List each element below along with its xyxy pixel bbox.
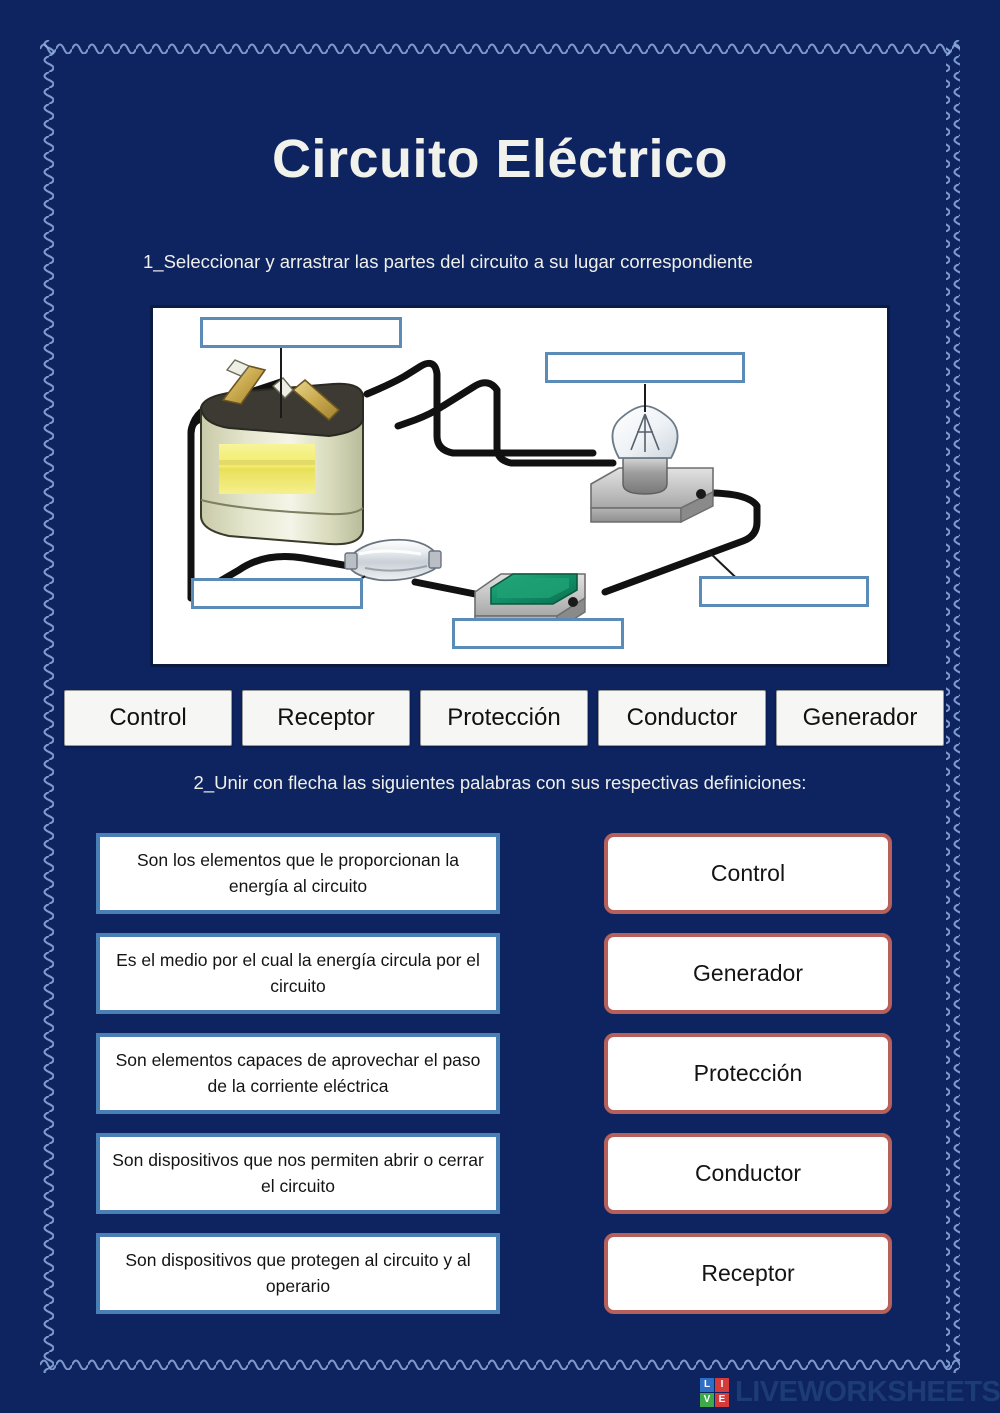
term-box-receptor[interactable]: Receptor: [604, 1233, 892, 1314]
term-box-conductor[interactable]: Conductor: [604, 1133, 892, 1214]
definition-box-2[interactable]: Es el medio por el cual la energía circu…: [96, 933, 500, 1014]
circuit-diagram-svg: [153, 308, 887, 664]
page-title: Circuito Eléctrico: [271, 129, 729, 189]
wordbank-item-conductor[interactable]: Conductor: [598, 690, 766, 746]
definition-box-3[interactable]: Son elementos capaces de aprovechar el p…: [96, 1033, 500, 1114]
dropzone-proteccion[interactable]: [191, 578, 363, 609]
liveworksheets-brand-text: LIVEWORKSHEETS: [735, 1376, 1000, 1408]
definition-box-4[interactable]: Son dispositivos que nos permiten abrir …: [96, 1133, 500, 1214]
match-row: Es el medio por el cual la energía circu…: [0, 933, 1000, 1014]
dropzone-receptor[interactable]: [545, 352, 745, 383]
match-row: Son dispositivos que nos permiten abrir …: [0, 1133, 1000, 1214]
light-bulb-illustration: [590, 405, 714, 524]
term-box-proteccion[interactable]: Protección: [604, 1033, 892, 1114]
fuse-illustration: [344, 538, 442, 582]
word-bank: Control Receptor Protección Conductor Ge…: [64, 690, 944, 746]
term-box-generador[interactable]: Generador: [604, 933, 892, 1014]
instruction-section-2: 2_Unir con flecha las siguientes palabra…: [193, 772, 807, 793]
definition-box-5[interactable]: Son dispositivos que protegen al circuit…: [96, 1233, 500, 1314]
battery-illustration: [199, 359, 365, 546]
wordbank-item-proteccion[interactable]: Protección: [420, 690, 588, 746]
logo-tile-l: L: [700, 1378, 714, 1392]
logo-tile-e: E: [715, 1393, 729, 1407]
match-row: Son dispositivos que protegen al circuit…: [0, 1233, 1000, 1314]
logo-tile-i: I: [715, 1378, 729, 1392]
match-row: Son elementos capaces de aprovechar el p…: [0, 1033, 1000, 1114]
matching-exercise: Son los elementos que le proporcionan la…: [0, 833, 1000, 1333]
dropzone-conductor[interactable]: [699, 576, 869, 607]
dropzone-generador[interactable]: [200, 317, 402, 348]
switch-illustration: [474, 573, 586, 632]
wordbank-item-generador[interactable]: Generador: [776, 690, 944, 746]
wordbank-item-control[interactable]: Control: [64, 690, 232, 746]
logo-tile-v: V: [700, 1393, 714, 1407]
instruction-section-1: 1_Seleccionar y arrastrar las partes del…: [143, 251, 753, 272]
liveworksheets-watermark: L I V E LIVEWORKSHEETS: [700, 1376, 1000, 1409]
wordbank-item-receptor[interactable]: Receptor: [242, 690, 410, 746]
dropzone-control[interactable]: [452, 618, 624, 649]
liveworksheets-logo-icon: L I V E: [700, 1378, 729, 1407]
definition-box-1[interactable]: Son los elementos que le proporcionan la…: [96, 833, 500, 914]
term-box-control[interactable]: Control: [604, 833, 892, 914]
circuit-diagram: [150, 305, 890, 667]
match-row: Son los elementos que le proporcionan la…: [0, 833, 1000, 914]
